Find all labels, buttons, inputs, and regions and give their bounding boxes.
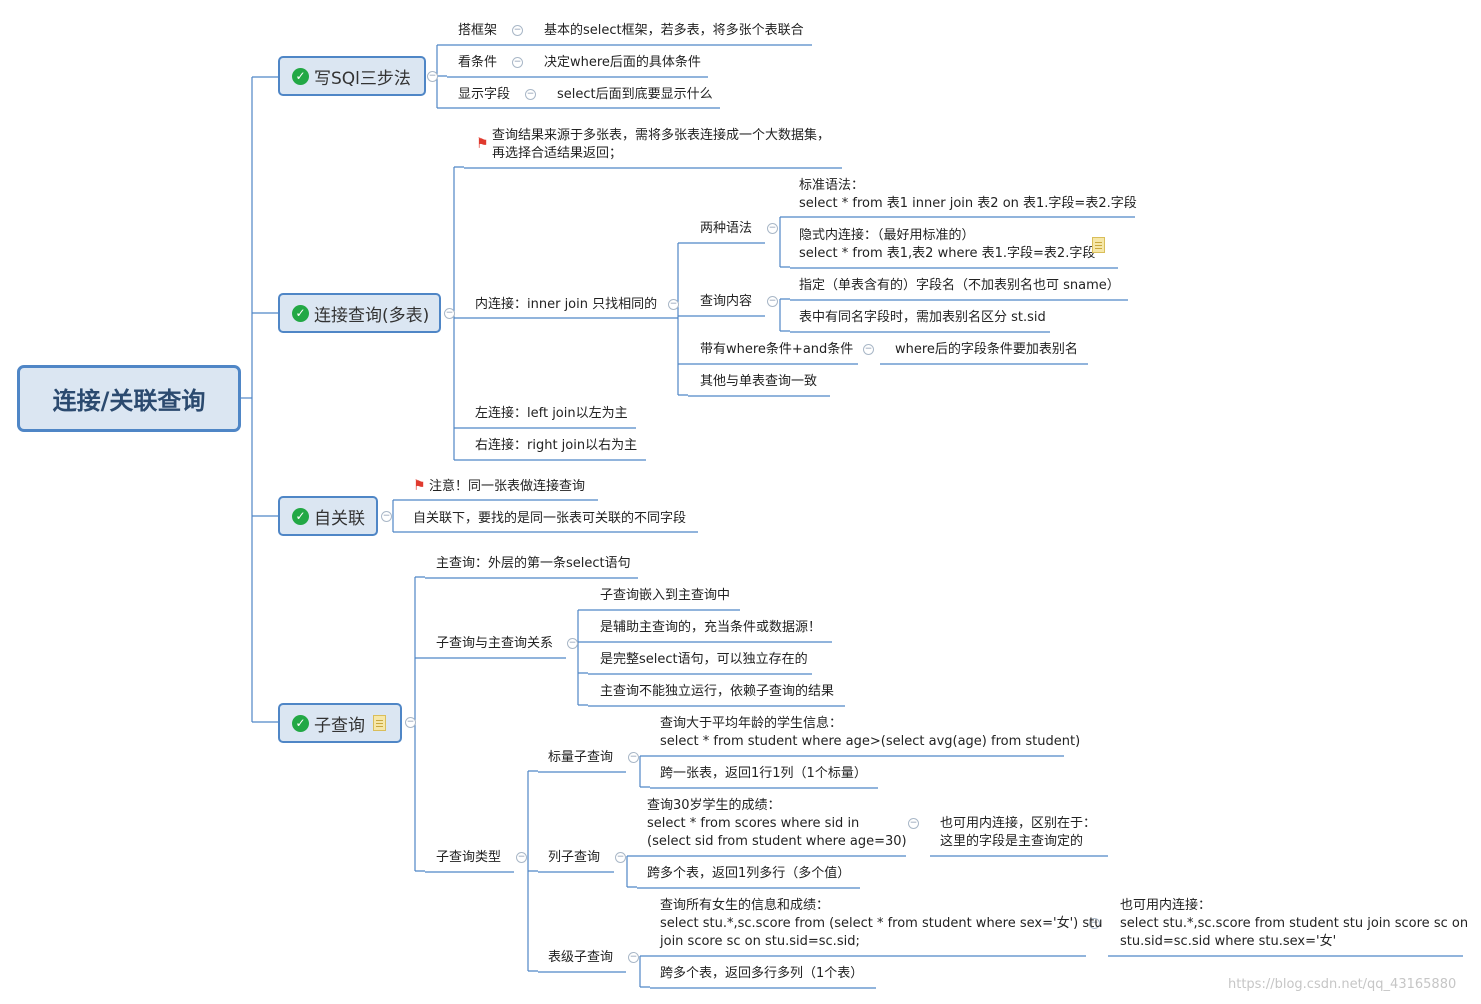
- check-icon: ✓: [292, 507, 309, 525]
- join-intro[interactable]: 查询结果来源于多张表，需将多张表连接成一个大数据集， 再选择合适结果返回；: [492, 128, 831, 161]
- step-fields-desc[interactable]: select后面到底要显示什么: [557, 87, 713, 102]
- collapse-toggle[interactable]: −: [444, 308, 455, 319]
- where-condition-desc[interactable]: where后的字段条件要加表别名: [895, 342, 1078, 357]
- root-topic[interactable]: 连接/关联查询: [17, 365, 241, 432]
- column-alt[interactable]: 也可用内连接，区别在于： 这里的字段是主查询定的: [940, 816, 1097, 849]
- branch-label: 自关联: [314, 508, 365, 529]
- check-icon: ✓: [292, 714, 309, 732]
- inner-join[interactable]: 内连接：inner join 只找相同的: [475, 297, 658, 312]
- collapse-toggle[interactable]: −: [567, 638, 578, 649]
- table-example[interactable]: 查询所有女生的信息和成绩： select stu.*,sc.score from…: [660, 898, 1103, 949]
- table-subquery[interactable]: 表级子查询: [548, 950, 614, 965]
- collapse-toggle[interactable]: −: [668, 299, 679, 310]
- relation-assist[interactable]: 是辅助主查询的，充当条件或数据源！: [600, 620, 822, 635]
- note-icon: [373, 715, 386, 731]
- step-frame-desc[interactable]: 基本的select框架，若多表，将多张个表联合: [544, 23, 804, 38]
- query-content[interactable]: 查询内容: [700, 294, 753, 309]
- sub-relation[interactable]: 子查询与主查询关系: [436, 636, 554, 651]
- table-desc[interactable]: 跨多个表，返回多行多列（1个表）: [660, 966, 864, 981]
- collapse-toggle[interactable]: −: [615, 852, 626, 863]
- other-same[interactable]: 其他与单表查询一致: [700, 374, 818, 389]
- main-query[interactable]: 主查询：外层的第一条select语句: [436, 556, 631, 571]
- collapse-toggle[interactable]: −: [628, 752, 639, 763]
- two-syntaxes[interactable]: 两种语法: [700, 221, 753, 236]
- scalar-subquery[interactable]: 标量子查询: [548, 750, 614, 765]
- collapse-toggle[interactable]: −: [628, 952, 639, 963]
- collapse-toggle[interactable]: −: [767, 296, 778, 307]
- column-example[interactable]: 查询30岁学生的成绩： select * from scores where s…: [647, 798, 907, 849]
- relation-embed[interactable]: 子查询嵌入到主查询中: [600, 588, 731, 603]
- branch-self-join[interactable]: ✓ 自关联: [278, 496, 378, 536]
- collapse-toggle[interactable]: −: [512, 25, 523, 36]
- branch-sql-steps[interactable]: ✓ 写SQl三步法: [278, 56, 426, 96]
- collapse-toggle[interactable]: −: [863, 344, 874, 355]
- scalar-desc[interactable]: 跨一张表，返回1行1列（1个标量）: [660, 766, 867, 781]
- relation-depend[interactable]: 主查询不能独立运行，依赖子查询的结果: [600, 684, 835, 699]
- branch-label: 连接查询(多表): [314, 305, 430, 326]
- column-subquery[interactable]: 列子查询: [548, 850, 601, 865]
- right-join[interactable]: 右连接：right join以右为主: [475, 438, 638, 453]
- collapse-toggle[interactable]: −: [908, 818, 919, 829]
- collapse-toggle[interactable]: −: [1089, 918, 1100, 929]
- branch-label: 写SQl三步法: [314, 68, 411, 89]
- branch-label: 子查询: [314, 715, 365, 736]
- self-join-desc[interactable]: 自关联下，要找的是同一张表可关联的不同字段: [413, 511, 687, 526]
- where-condition[interactable]: 带有where条件+and条件: [700, 342, 854, 357]
- check-icon: ✓: [292, 304, 309, 322]
- step-cond-desc[interactable]: 决定where后面的具体条件: [544, 55, 701, 70]
- collapse-toggle[interactable]: −: [767, 223, 778, 234]
- step-cond[interactable]: 看条件: [458, 55, 498, 70]
- self-join-note[interactable]: 注意！同一张表做连接查询: [429, 479, 586, 494]
- implicit-syntax[interactable]: 隐式内连接：（最好用标准的） select * from 表1,表2 where…: [799, 228, 1096, 261]
- standard-syntax[interactable]: 标准语法： select * from 表1 inner join 表2 on …: [799, 178, 1137, 211]
- collapse-toggle[interactable]: −: [516, 852, 527, 863]
- scalar-example[interactable]: 查询大于平均年龄的学生信息： select * from student whe…: [660, 716, 1081, 749]
- content-field-name[interactable]: 指定（单表含有的）字段名（不加表别名也可 sname）: [799, 278, 1120, 293]
- collapse-toggle[interactable]: −: [381, 511, 392, 522]
- check-icon: ✓: [292, 67, 309, 85]
- watermark: https://blog.csdn.net/qq_43165880: [1228, 977, 1457, 992]
- relation-complete[interactable]: 是完整select语句，可以独立存在的: [600, 652, 808, 667]
- column-desc[interactable]: 跨多个表，返回1列多行（多个值）: [647, 866, 851, 881]
- collapse-toggle[interactable]: −: [525, 89, 536, 100]
- sub-types[interactable]: 子查询类型: [436, 850, 502, 865]
- flag-icon: ⚑: [476, 136, 489, 152]
- collapse-toggle[interactable]: −: [512, 57, 523, 68]
- branch-join-query[interactable]: ✓ 连接查询(多表): [278, 293, 441, 333]
- collapse-toggle[interactable]: −: [405, 717, 416, 728]
- branch-subquery[interactable]: ✓ 子查询: [278, 703, 402, 743]
- flag-icon: ⚑: [413, 478, 426, 494]
- collapse-toggle[interactable]: −: [427, 71, 438, 82]
- step-frame[interactable]: 搭框架: [458, 23, 498, 38]
- table-alt[interactable]: 也可用内连接： select stu.*,sc.score from stude…: [1120, 898, 1469, 949]
- step-fields[interactable]: 显示字段: [458, 87, 511, 102]
- note-icon: [1092, 237, 1105, 253]
- content-alias[interactable]: 表中有同名字段时，需加表别名区分 st.sid: [799, 310, 1046, 325]
- left-join[interactable]: 左连接：left join以左为主: [475, 406, 628, 421]
